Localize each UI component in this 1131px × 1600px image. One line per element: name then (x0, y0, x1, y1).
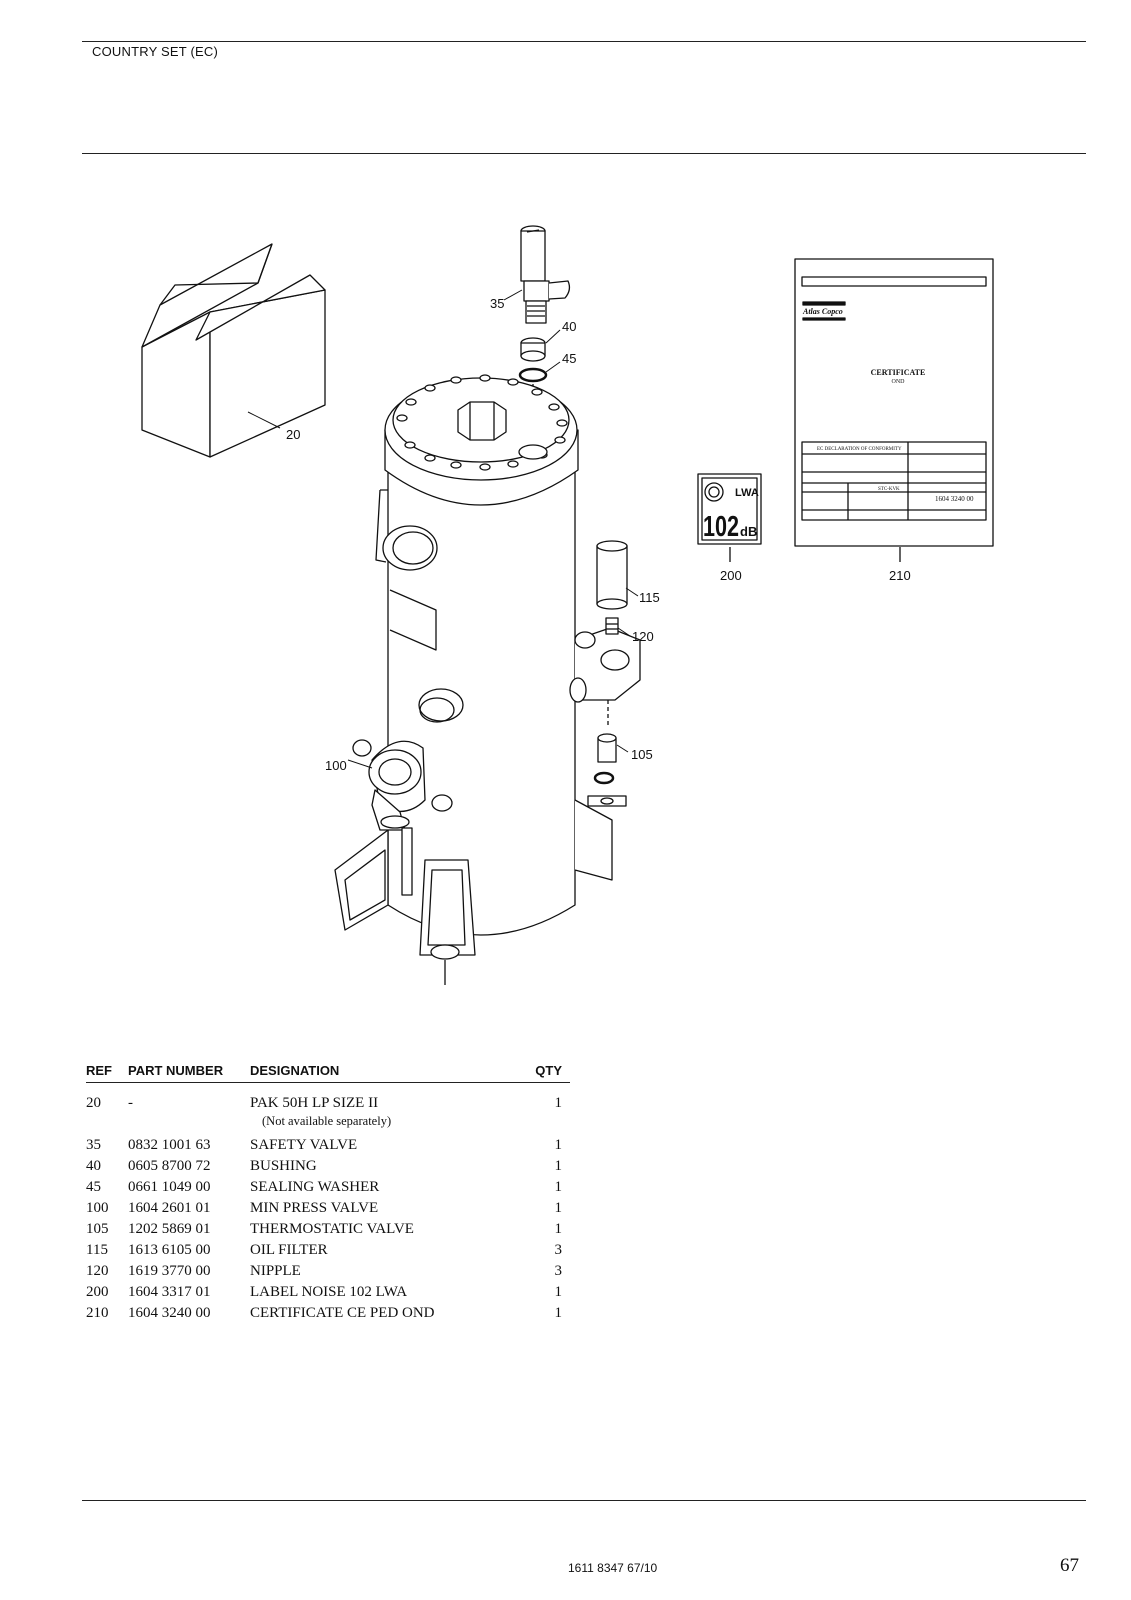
row-qty: 1 (554, 1095, 563, 1111)
row-ref: 45 (86, 1179, 101, 1195)
row-ref: 115 (86, 1242, 108, 1258)
row-designation: BUSHING (250, 1158, 317, 1174)
certificate-drawing (794, 258, 994, 562)
table-row: 20 - PAK 50H LP SIZE II 1 (86, 1083, 570, 1115)
row-designation: PAK 50H LP SIZE II (250, 1095, 379, 1111)
table-row: 115 1613 6105 00 OIL FILTER 3 (86, 1240, 570, 1261)
row-ref: 20 (86, 1095, 101, 1111)
footer-rule (82, 1500, 1086, 1501)
separator-vessel-drawing (334, 374, 641, 985)
callout-120: 120 (632, 629, 654, 644)
page-number: 67 (1060, 1555, 1079, 1576)
safety-valve-drawing (520, 225, 571, 324)
min-press-valve-drawing (352, 739, 426, 896)
row-part-number: 0832 1001 63 (128, 1137, 211, 1153)
certificate-part-number: 1604 3240 00 (935, 495, 974, 503)
callout-115: 115 (639, 590, 660, 605)
certificate-reference: STC-KVK (878, 487, 900, 492)
table-row: 120 1619 3770 00 NIPPLE 3 (86, 1261, 570, 1282)
row-qty: 1 (554, 1221, 563, 1237)
certificate-brand: Atlas Copco (802, 307, 843, 316)
noise-label-lwa: LWA (735, 487, 759, 499)
row-designation: OIL FILTER (250, 1242, 328, 1258)
row-qty: 1 (554, 1158, 563, 1174)
certificate-subtitle: OND (892, 379, 906, 385)
row-designation: SAFETY VALVE (250, 1137, 358, 1153)
bushing-drawing (518, 337, 548, 383)
row-qty: 1 (554, 1137, 563, 1153)
leader-lines (247, 289, 639, 769)
row-designation: CERTIFICATE CE PED OND (250, 1305, 435, 1321)
row-designation: MIN PRESS VALVE (250, 1200, 379, 1216)
table-row: 40 0605 8700 72 BUSHING 1 (86, 1156, 570, 1177)
row-qty: 1 (554, 1284, 563, 1300)
row-part-number: 1619 3770 00 (128, 1263, 211, 1279)
noise-label-unit: dB (740, 524, 757, 539)
oil-filter-drawing (596, 540, 628, 610)
table-row: 45 0661 1049 00 SEALING WASHER 1 (86, 1177, 570, 1198)
header-top-rule (82, 41, 1086, 42)
row-ref: 40 (86, 1158, 101, 1174)
callout-20: 20 (286, 427, 300, 442)
callout-105: 105 (631, 747, 653, 762)
row-qty: 1 (554, 1200, 563, 1216)
parts-table: REF PART NUMBER DESIGNATION QTY 20 - PAK… (86, 1060, 570, 1324)
row-part-number: 1202 5869 01 (128, 1221, 211, 1237)
callout-200: 200 (720, 568, 742, 583)
table-row: 100 1604 2601 01 MIN PRESS VALVE 1 (86, 1198, 570, 1219)
row-qty: 1 (554, 1179, 563, 1195)
row-ref: 120 (86, 1263, 109, 1279)
row-part-number: 1604 3240 00 (128, 1305, 211, 1321)
table-row: 105 1202 5869 01 THERMOSTATIC VALVE 1 (86, 1219, 570, 1240)
parts-table-header: REF PART NUMBER DESIGNATION QTY (86, 1060, 570, 1083)
page-title: COUNTRY SET (EC) (92, 44, 218, 59)
row-ref: 35 (86, 1137, 101, 1153)
row-part-number: 1604 3317 01 (128, 1284, 211, 1300)
exploded-view-drawing: 20 35 40 45 100 105 115 120 200 210 LWA … (141, 225, 994, 985)
certificate-title: CERTIFICATE (871, 368, 926, 377)
row-ref: 100 (86, 1200, 109, 1216)
row-part-number: 0605 8700 72 (128, 1158, 211, 1174)
row-part-number: 1613 6105 00 (128, 1242, 211, 1258)
header-qty: QTY (520, 1060, 570, 1083)
row-designation: SEALING WASHER (250, 1179, 380, 1195)
header-bottom-rule (82, 153, 1086, 154)
row-qty: 1 (554, 1305, 563, 1321)
table-row: 210 1604 3240 00 CERTIFICATE CE PED OND … (86, 1303, 570, 1324)
row-ref: 210 (86, 1305, 109, 1321)
header-ref: REF (86, 1060, 128, 1083)
header-part-number: PART NUMBER (128, 1060, 250, 1083)
table-row: 35 0832 1001 63 SAFETY VALVE 1 (86, 1135, 570, 1156)
thermostatic-valve-drawing (587, 733, 627, 807)
row-part-number: - (128, 1095, 133, 1111)
row-qty: 3 (554, 1242, 563, 1258)
carton-box-drawing (141, 243, 326, 458)
row-qty: 3 (554, 1263, 563, 1279)
row-ref: 105 (86, 1221, 109, 1237)
header-designation: DESIGNATION (250, 1060, 520, 1083)
table-row: 200 1604 3317 01 LABEL NOISE 102 LWA 1 (86, 1282, 570, 1303)
callout-45: 45 (562, 351, 576, 366)
row-designation: LABEL NOISE 102 LWA (250, 1284, 408, 1300)
table-row-note: (Not available separately) (86, 1114, 570, 1135)
callout-35: 35 (490, 296, 504, 311)
row-designation: NIPPLE (250, 1263, 301, 1279)
noise-label-drawing (697, 473, 762, 562)
callout-210: 210 (889, 568, 911, 583)
row-designation: THERMOSTATIC VALVE (250, 1221, 414, 1237)
callout-100: 100 (325, 758, 347, 773)
row-note: (Not available separately) (262, 1114, 392, 1128)
nipple-drawing (605, 617, 619, 635)
noise-label-value: 102 (703, 511, 739, 543)
row-part-number: 0661 1049 00 (128, 1179, 211, 1195)
row-ref: 200 (86, 1284, 109, 1300)
figure-texts: 20 35 40 45 100 105 115 120 200 210 LWA … (286, 296, 974, 773)
certificate-declaration: EC DECLARATION OF CONFORMITY (817, 447, 902, 452)
row-part-number: 1604 2601 01 (128, 1200, 211, 1216)
document-number: 1611 8347 67/10 (568, 1561, 658, 1575)
callout-40: 40 (562, 319, 576, 334)
